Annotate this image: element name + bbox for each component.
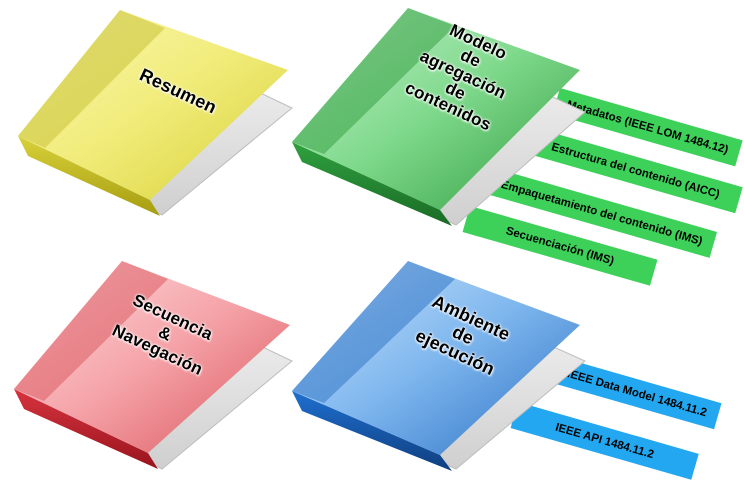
book-ambiente: Ambiente de ejecución <box>280 255 600 479</box>
book-modelo: Modelo de agregación de contenidos <box>280 0 600 240</box>
book-resumen-graphic <box>18 10 293 216</box>
book-resumen: Resumen <box>0 0 300 230</box>
book-secuencia-graphic <box>14 261 293 470</box>
book-ambiente-graphic <box>292 261 586 471</box>
book-modelo-graphic <box>292 8 586 226</box>
book-secuencia: Secuencia & Navegación <box>0 255 300 479</box>
